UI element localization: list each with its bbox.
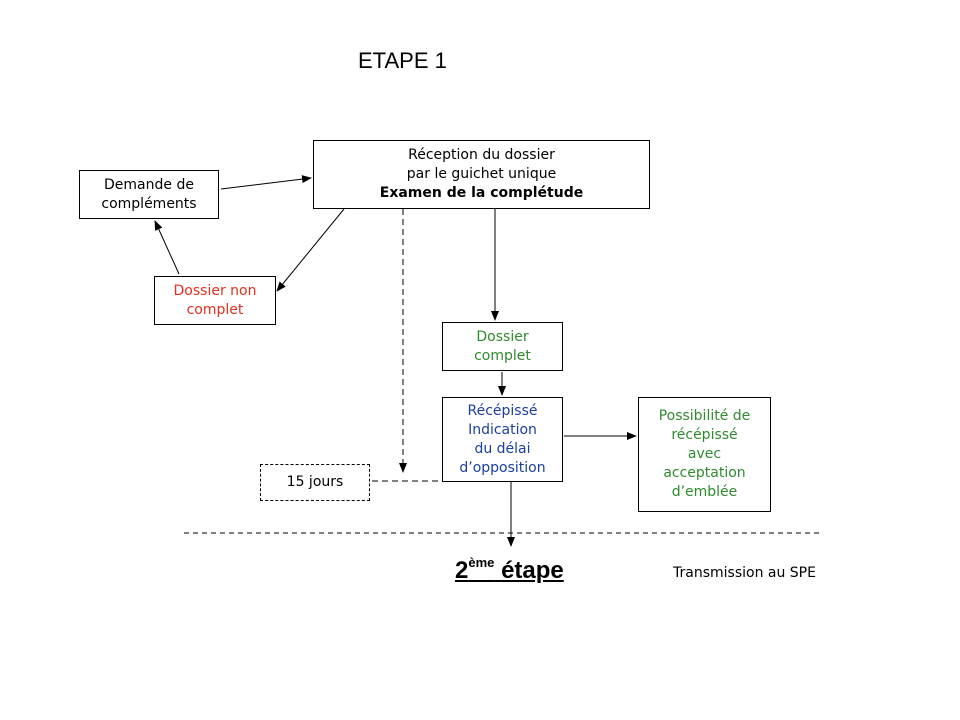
arrow-demande-to-reception bbox=[220, 175, 312, 190]
step-2-word: étape bbox=[501, 557, 564, 584]
complet-line-2: complet bbox=[474, 347, 531, 364]
arrow-reception-to-non-complet bbox=[276, 208, 345, 292]
box-demande-complements: Demande de compléments bbox=[79, 170, 219, 219]
reception-line-1: Réception du dossier bbox=[408, 147, 555, 163]
non-complet-line-2: complet bbox=[186, 301, 244, 318]
step-2-title: 2ème étape bbox=[455, 555, 564, 585]
reception-line-3: Examen de la complétude bbox=[379, 185, 584, 201]
recepisse-line-2: Indication bbox=[468, 421, 537, 438]
recepisse-line-1: Récépissé bbox=[467, 402, 538, 419]
box-reception: Réception du dossier par le guichet uniq… bbox=[313, 140, 650, 209]
step-2-number: 2 bbox=[455, 557, 469, 584]
possibilite-line-3: avec bbox=[687, 446, 722, 462]
quinze-jours-label: 15 jours bbox=[286, 474, 344, 490]
transmission-label: Transmission au SPE bbox=[673, 565, 816, 581]
box-recepisse: Récépissé Indication du délai d’oppositi… bbox=[442, 397, 563, 482]
box-possibilite-recepisse: Possibilité de récépissé avec acceptatio… bbox=[638, 397, 771, 512]
box-dossier-non-complet: Dossier non complet bbox=[154, 276, 276, 325]
possibilite-line-5: d’emblée bbox=[671, 484, 738, 500]
step-2-superscript: ème bbox=[468, 555, 495, 570]
possibilite-line-4: acceptation bbox=[663, 465, 746, 481]
arrow-non-complet-to-demande bbox=[154, 220, 180, 275]
demande-line-2: compléments bbox=[101, 195, 197, 212]
possibilite-line-2: récépissé bbox=[671, 427, 738, 443]
complet-line-1: Dossier bbox=[476, 328, 529, 345]
diagram-title: ETAPE 1 bbox=[358, 48, 447, 73]
demande-line-1: Demande de bbox=[104, 176, 194, 193]
recepisse-line-3: du délai bbox=[474, 440, 531, 457]
box-dossier-complet: Dossier complet bbox=[442, 322, 563, 371]
reception-line-2: par le guichet unique bbox=[406, 166, 557, 182]
possibilite-line-1: Possibilité de bbox=[658, 408, 751, 424]
box-quinze-jours: 15 jours bbox=[260, 464, 370, 501]
non-complet-line-1: Dossier non bbox=[173, 282, 257, 299]
recepisse-line-4: d’opposition bbox=[459, 459, 546, 476]
